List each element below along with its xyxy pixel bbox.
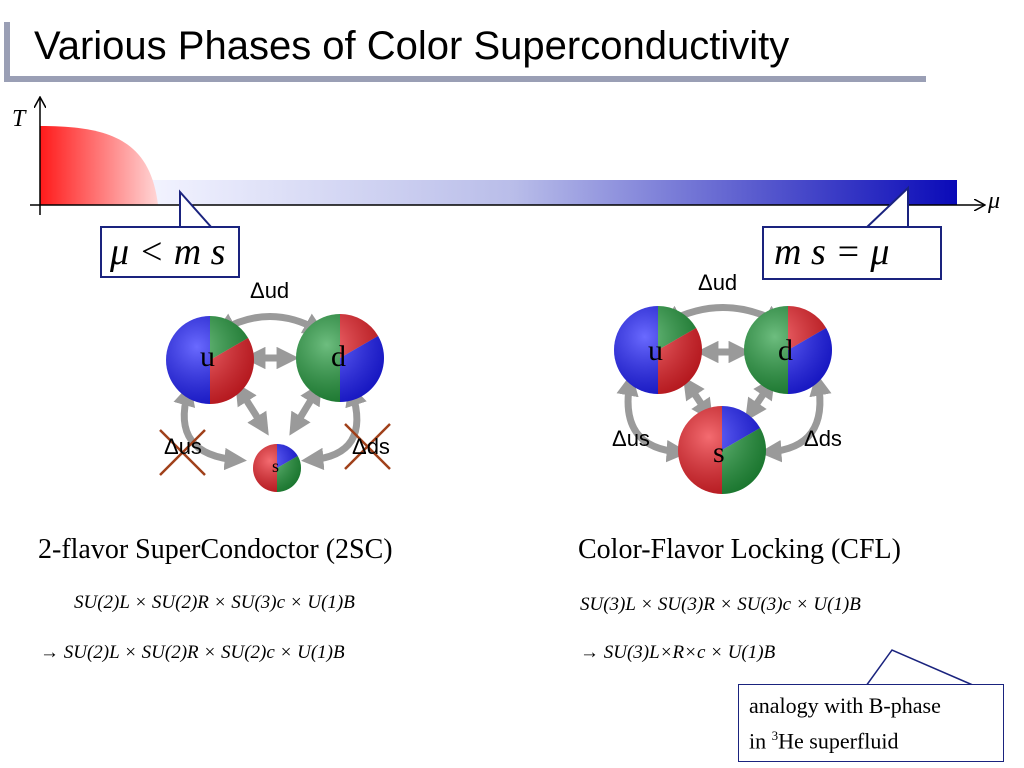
note-pointer — [865, 649, 976, 687]
2sc-quark-d-label: d — [331, 340, 346, 373]
analogy-note: analogy with B-phase in 3He superfluid — [738, 684, 1004, 762]
right-callout: m s = μ — [762, 226, 942, 280]
2sc-phase-region — [40, 126, 158, 205]
cfl-quark-s-label: s — [713, 436, 725, 469]
cfl-quark-u-label: u — [648, 334, 663, 367]
right-callout-text: m s = μ — [774, 231, 890, 273]
left-callout: μ < m s — [100, 226, 240, 278]
left-callout-text: μ < m s — [110, 231, 226, 273]
2sc-symmetry-line2: → SU(2)L × SU(2)R × SU(2)c × U(1)B — [40, 642, 345, 663]
cfl-gap-ud-label: Δud — [698, 270, 738, 295]
2sc-quark-s-label: s — [272, 456, 280, 476]
title-bar: Various Phases of Color Superconductivit… — [4, 22, 926, 82]
page-title: Various Phases of Color Superconductivit… — [34, 24, 790, 68]
cfl-gap-ds-label: Δds — [804, 426, 842, 451]
y-axis-label: T — [12, 106, 26, 132]
cfl-arrow-ds-outer — [759, 373, 832, 463]
2sc-quark-s-sphere — [253, 444, 302, 493]
2sc-symmetry-line1: SU(2)L × SU(2)R × SU(3)c × U(1)B — [74, 592, 355, 613]
cfl-gap-us-label: Δus — [612, 426, 650, 451]
cfl-quark-u-sphere — [614, 306, 702, 394]
2sc-quark-u-label: u — [200, 340, 215, 373]
cfl-phase-name: Color-Flavor Locking (CFL) — [578, 534, 901, 565]
2sc-quark-d-sphere — [296, 314, 384, 402]
2sc-gap-ud-label: Δud — [250, 278, 290, 303]
analogy-note-line2: in 3He superfluid — [749, 721, 993, 756]
analogy-note-line1: analogy with B-phase — [749, 693, 941, 718]
cfl-quark-d-sphere — [744, 306, 832, 394]
2sc-arrow-us — [235, 382, 269, 436]
2sc-cross-us — [159, 429, 206, 476]
left-callout-pointer — [179, 189, 213, 229]
2sc-phase-name: 2-flavor SuperCondoctor (2SC) — [38, 534, 393, 565]
x-axis-label: μ — [988, 188, 1001, 214]
cfl-quark-s-sphere — [678, 406, 766, 494]
cfl-symmetry-line1: SU(3)L × SU(3)R × SU(3)c × U(1)B — [580, 594, 861, 615]
2sc-arrow-ds-outer — [301, 383, 367, 471]
cfl-symmetry-line2: → SU(3)L×R×c × U(1)B — [580, 642, 776, 663]
right-callout-pointer — [865, 185, 909, 229]
cfl-arrow-us — [683, 376, 713, 422]
2sc-cross-ds — [344, 423, 391, 470]
2sc-quark-u-sphere — [166, 316, 254, 404]
2sc-gap-ds-label: Δds — [352, 434, 390, 459]
analogy-note-prefix: in — [749, 728, 772, 754]
title-underline — [4, 76, 926, 82]
analogy-note-superscript: 3 — [771, 728, 779, 743]
cfl-arrow-us-outer — [616, 373, 689, 463]
2sc-gap-us-label: Δus — [164, 434, 202, 459]
2sc-diagram — [159, 313, 391, 493]
2sc-arrow-us-outer — [173, 383, 247, 471]
title-accent — [4, 22, 10, 82]
cfl-phase-band — [150, 180, 957, 205]
cfl-diagram — [614, 304, 832, 494]
analogy-note-rest: He superfluid — [778, 728, 899, 754]
cfl-quark-d-label: d — [778, 334, 793, 367]
2sc-arrow-ds — [289, 382, 322, 436]
